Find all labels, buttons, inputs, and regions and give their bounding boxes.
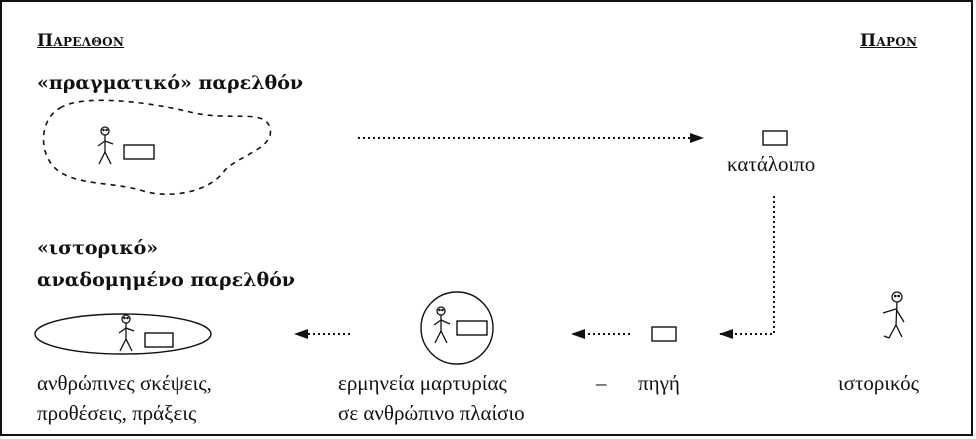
historian-figure [882, 291, 905, 339]
past-heading: Παρελθον [37, 31, 125, 51]
remnant-box [762, 130, 788, 146]
present-heading: Παρον [860, 31, 918, 51]
historian-label: ιστορικός [838, 371, 919, 395]
real-past-blob [42, 99, 272, 196]
real-past-label: «πραγματικό» παρελθόν [37, 72, 304, 94]
historical-past-ellipse [34, 313, 212, 355]
dash-label: – [596, 371, 607, 395]
thoughts-label-line2: προθέσεις, πράξεις [37, 401, 197, 425]
person-figure-interpretation [433, 306, 451, 344]
thoughts-label-line1: ανθρώπινες σκέψεις, [37, 371, 212, 395]
arrow-remnant-to-source [719, 196, 775, 339]
source-label: πηγή [638, 371, 680, 395]
interpretation-label-line1: ερμηνεία μαρτυρίας [338, 371, 507, 395]
person-figure-past [97, 126, 114, 165]
artifact-box-historical [144, 332, 174, 348]
interpretation-circle [420, 291, 494, 365]
historical-label-line1: «ιστορικό» [37, 237, 159, 259]
artifact-box-interpretation [456, 320, 488, 336]
artifact-box-past [123, 144, 155, 160]
person-figure-historical [118, 314, 135, 352]
source-box [651, 326, 677, 342]
remnant-label: κατάλοιπο [727, 152, 816, 176]
interpretation-label-line2: σε ανθρώπινο πλαίσιο [338, 401, 525, 425]
historical-label-line2: αναδομημένο παρελθόν [37, 269, 295, 291]
